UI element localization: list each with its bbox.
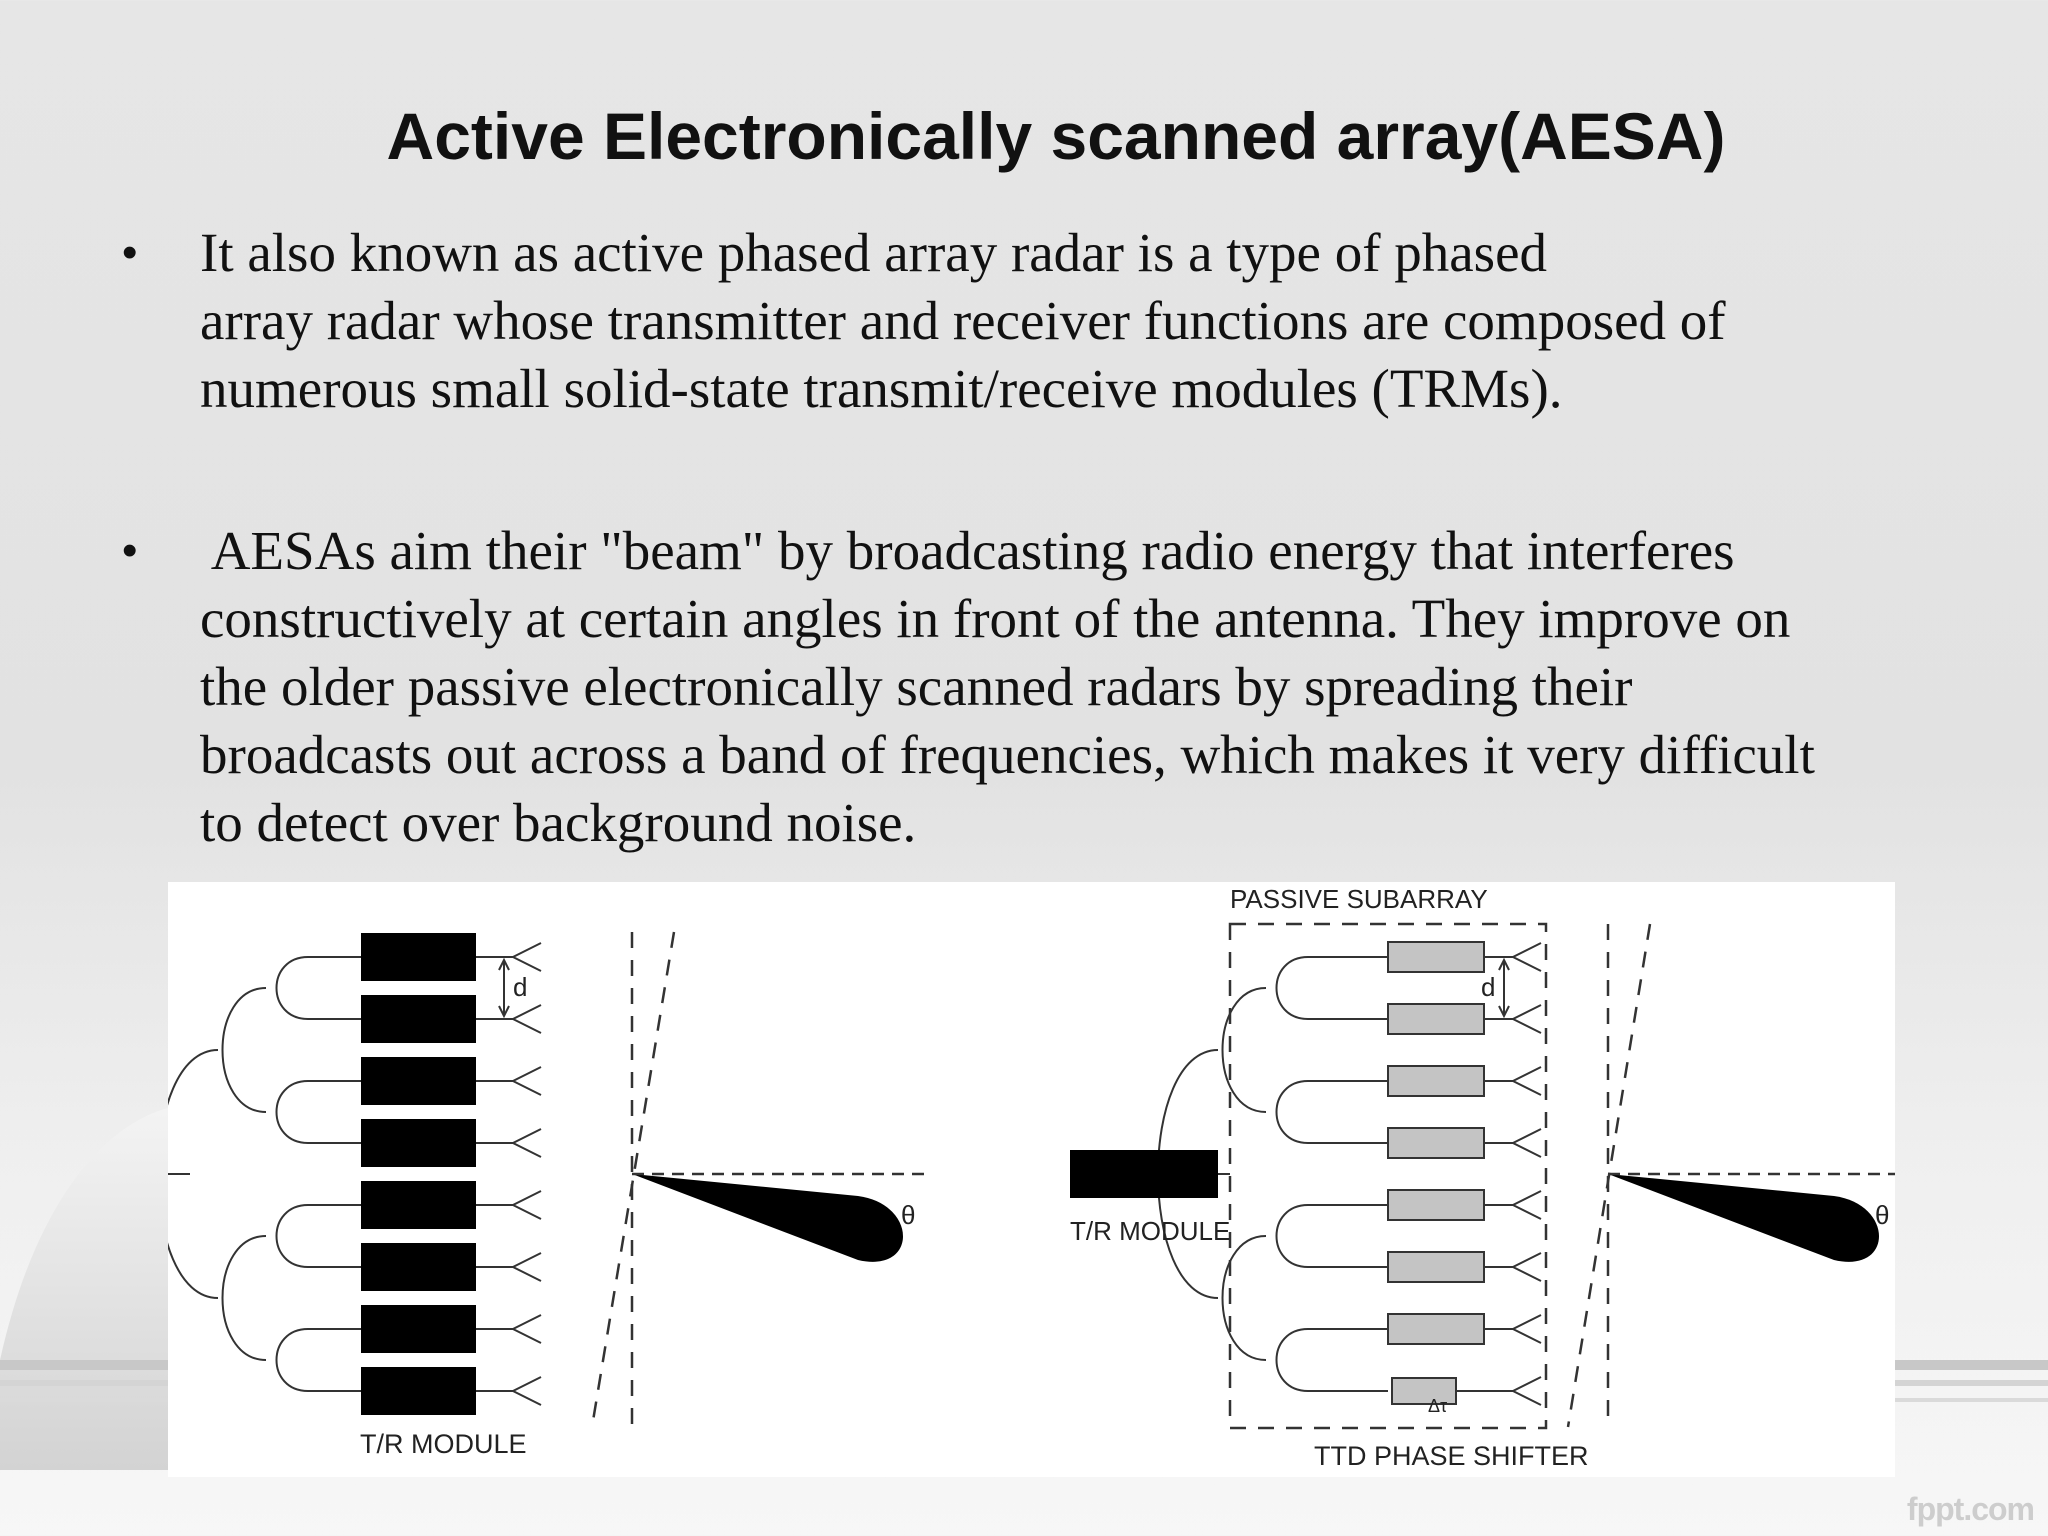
bullet-text-line: AESAs aim their "beam" by broadcasting r… bbox=[200, 520, 1735, 581]
tr-module-block bbox=[361, 933, 476, 981]
antenna-element bbox=[1510, 1252, 1542, 1282]
bullet-marker: • bbox=[122, 228, 138, 277]
tr-module-block bbox=[361, 1057, 476, 1105]
watermark: fppt.com bbox=[1906, 1491, 2035, 1527]
feed-split bbox=[1275, 956, 1309, 1020]
antenna-element bbox=[1510, 1066, 1542, 1096]
feed-split bbox=[1221, 1235, 1267, 1361]
antenna-element bbox=[1510, 1190, 1542, 1220]
delay-label: Δτ bbox=[1428, 1396, 1447, 1416]
phase-shifter-block bbox=[1387, 1189, 1485, 1221]
phase-shifter-block bbox=[1391, 1377, 1457, 1405]
tr-module-block bbox=[361, 1305, 476, 1353]
tr-module-block bbox=[361, 1181, 476, 1229]
antenna-element bbox=[510, 1252, 542, 1282]
phase-shifter-block bbox=[1387, 1251, 1485, 1283]
spacing-arrowhead bbox=[1498, 957, 1510, 971]
feed-split bbox=[221, 1235, 267, 1361]
tr-module-block bbox=[361, 1367, 476, 1415]
tr-module-block bbox=[361, 1243, 476, 1291]
diagram-canvas: T/R MODULE d θ PASSIVE SUBARRAY T/R MODU… bbox=[168, 884, 1895, 1471]
tr-module-label: T/R MODULE bbox=[1070, 1216, 1230, 1246]
bullet-text-line: array radar whose transmitter and receiv… bbox=[200, 290, 1726, 351]
spacing-label: d bbox=[1481, 972, 1495, 1002]
phase-shifter-block bbox=[1387, 1127, 1485, 1159]
tr-module-block bbox=[361, 995, 476, 1043]
feed-split bbox=[275, 1328, 309, 1392]
tr-module-label: T/R MODULE bbox=[360, 1429, 527, 1459]
tr-module-block bbox=[361, 1119, 476, 1167]
steered-wavefront-line bbox=[1566, 923, 1652, 1428]
feed-split bbox=[1275, 1204, 1309, 1268]
passive-array-diagram bbox=[1070, 922, 1895, 1430]
bullet-item: • AESAs aim their "beam" by broadcasting… bbox=[122, 517, 1920, 857]
bullet-text-line: constructively at certain angles in fron… bbox=[200, 588, 1791, 649]
feed-split bbox=[275, 956, 309, 1020]
antenna-element bbox=[510, 1004, 542, 1034]
antenna-element bbox=[1510, 1314, 1542, 1344]
phase-shifter-block bbox=[1387, 1003, 1485, 1035]
antenna-element bbox=[510, 1314, 542, 1344]
tr-module-block bbox=[1070, 1150, 1218, 1198]
bullet-text-line: the older passive electronically scanned… bbox=[200, 656, 1633, 717]
passive-subarray-box bbox=[1228, 922, 1548, 1430]
feed-split bbox=[168, 1049, 219, 1299]
phase-shifter-block bbox=[1387, 1065, 1485, 1097]
bullet-item: • It also known as active phased array r… bbox=[122, 219, 1920, 423]
bullet-text-line: numerous small solid-state transmit/rece… bbox=[200, 358, 1563, 419]
feed-split bbox=[275, 1080, 309, 1144]
feed-split bbox=[275, 1204, 309, 1268]
bullet-text-line: to detect over background noise. bbox=[200, 792, 917, 853]
phase-shifter-block bbox=[1387, 1313, 1485, 1345]
beam-lobe bbox=[632, 1174, 903, 1262]
bullet-text-line: It also known as active phased array rad… bbox=[200, 222, 1547, 283]
aesa-pesa-diagram: T/R MODULE d θ PASSIVE SUBARRAY T/R MODU… bbox=[168, 882, 1895, 1477]
phase-shifter-block bbox=[1387, 941, 1485, 973]
beam-lobe bbox=[1608, 1174, 1879, 1262]
antenna-element bbox=[510, 1066, 542, 1096]
antenna-element bbox=[1510, 942, 1542, 972]
feed-split bbox=[221, 987, 267, 1113]
bullet-marker: • bbox=[122, 526, 138, 575]
feed-split bbox=[1275, 1080, 1309, 1144]
antenna-element bbox=[1510, 1376, 1542, 1406]
background-swoosh bbox=[0, 1108, 168, 1470]
bullet-text-line: broadcasts out across a band of frequenc… bbox=[200, 724, 1815, 785]
antenna-element bbox=[510, 1190, 542, 1220]
spacing-arrowhead bbox=[1498, 1005, 1510, 1019]
feed-split bbox=[1221, 987, 1267, 1113]
antenna-element bbox=[1510, 1004, 1542, 1034]
antenna-element bbox=[1510, 1128, 1542, 1158]
angle-label: θ bbox=[1875, 1200, 1889, 1230]
feed-split bbox=[1275, 1328, 1309, 1392]
ttd-phase-shifter-label: TTD PHASE SHIFTER bbox=[1314, 1441, 1589, 1471]
antenna-element bbox=[510, 1128, 542, 1158]
angle-label: θ bbox=[901, 1200, 915, 1230]
passive-subarray-label: PASSIVE SUBARRAY bbox=[1230, 884, 1488, 914]
slide-title: Active Electronically scanned array(AESA… bbox=[386, 99, 1726, 173]
antenna-element bbox=[510, 1376, 542, 1406]
active-array-diagram bbox=[168, 931, 926, 1428]
spacing-arrowhead bbox=[498, 1005, 510, 1019]
spacing-label: d bbox=[513, 972, 527, 1002]
spacing-arrowhead bbox=[498, 957, 510, 971]
antenna-element bbox=[510, 942, 542, 972]
